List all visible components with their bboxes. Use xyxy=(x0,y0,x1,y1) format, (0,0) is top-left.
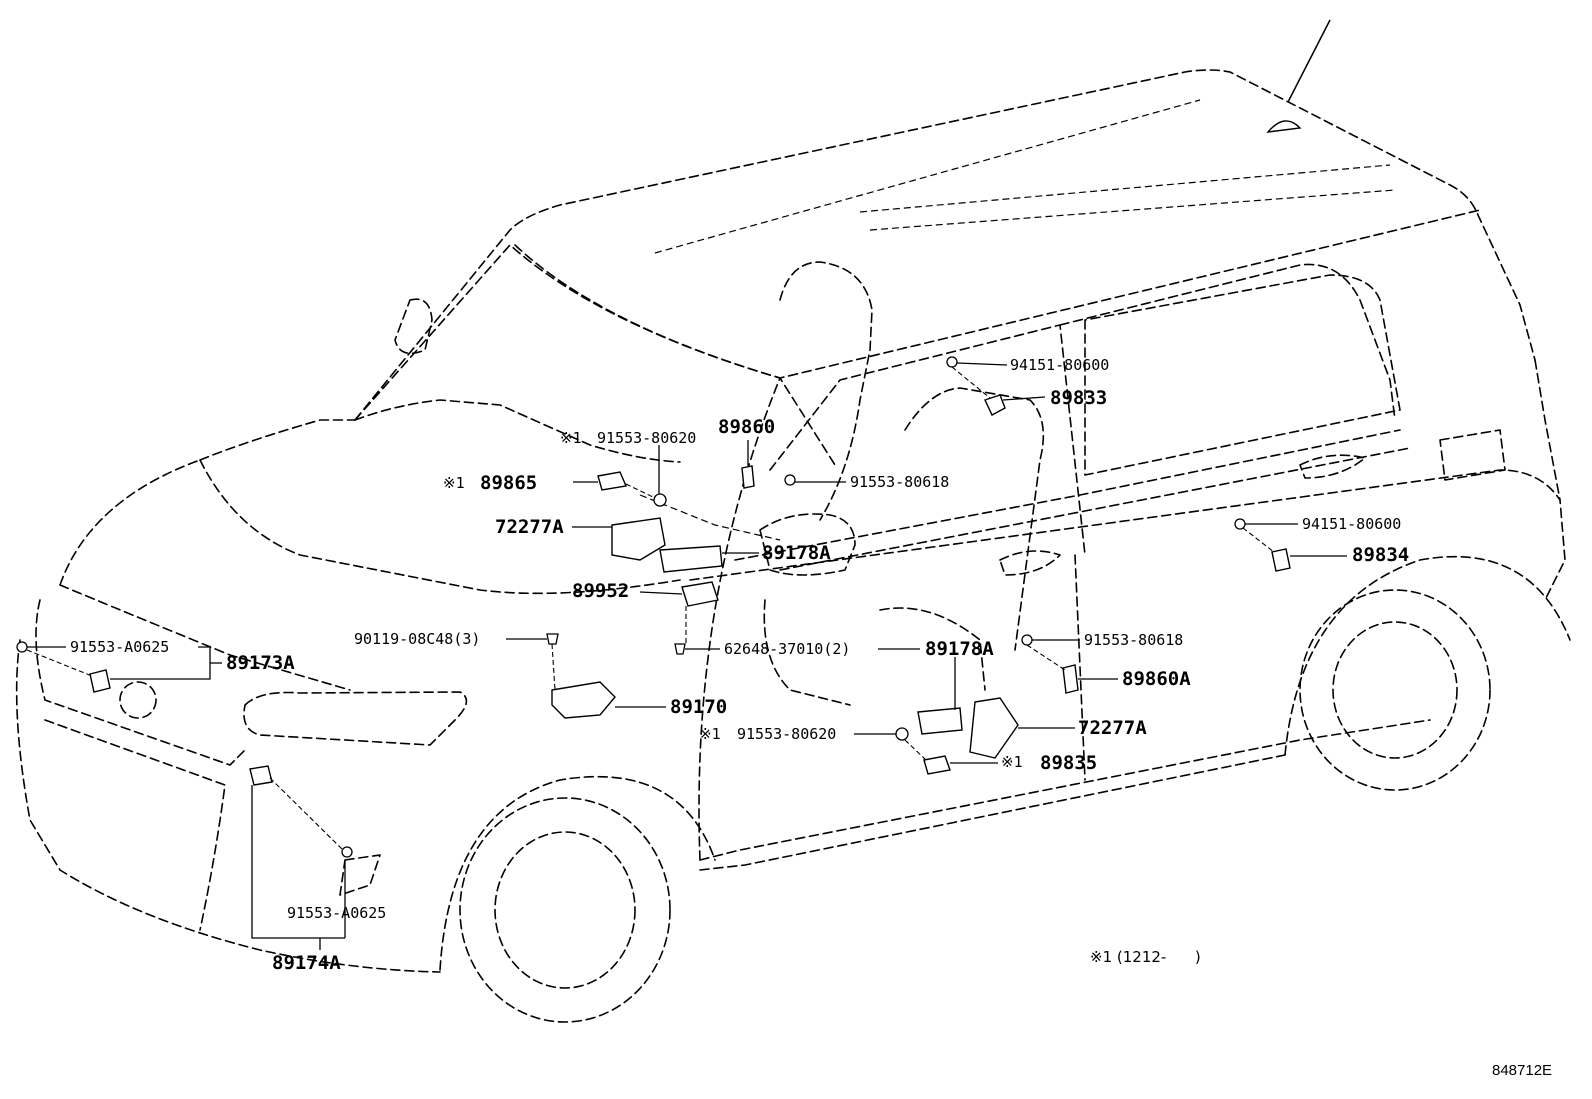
label-89170: 89170 xyxy=(670,696,727,718)
label-89834: 89834 xyxy=(1352,544,1409,566)
label-94151-80600-right: 94151-80600 xyxy=(1302,515,1401,533)
bracket-72277A-right-icon xyxy=(969,697,1019,759)
sensor-89860A-icon xyxy=(1062,664,1079,694)
bolt-icon xyxy=(341,846,353,858)
antenna xyxy=(1287,19,1331,103)
label-89865: 89865 xyxy=(480,472,537,494)
label-91553-A0625-top: 91553-A0625 xyxy=(70,638,169,656)
sensor-89174A-icon xyxy=(249,765,273,786)
label-72277A-right: 72277A xyxy=(1078,717,1147,739)
bolt-icon xyxy=(674,643,686,655)
label-89178A-upper: 89178A xyxy=(762,542,831,564)
diagram-code: 848712E xyxy=(1492,1062,1552,1079)
bolt-icon xyxy=(653,493,667,507)
label-89860A: 89860A xyxy=(1122,668,1191,690)
bracket-72277A-icon xyxy=(611,517,666,561)
label-90119-08C48: 90119-08C48(3) xyxy=(354,630,480,648)
sensor-89865-icon xyxy=(597,471,627,491)
sensor-89178A-lower-icon xyxy=(917,707,963,735)
airbag-ecu-89170-icon xyxy=(551,681,616,719)
sensor-89834-icon xyxy=(1271,548,1291,572)
vehicle-outline xyxy=(15,19,1571,1023)
label-94151-80600-top: 94151-80600 xyxy=(1010,356,1109,374)
bolt-icon xyxy=(546,633,559,645)
leader-lines xyxy=(26,362,1347,950)
label-72277A-left: 72277A xyxy=(495,516,564,538)
sensor-89173A-icon xyxy=(89,669,111,693)
component-icons xyxy=(16,356,1291,858)
bolt-icon xyxy=(16,641,28,653)
module-89952-icon xyxy=(681,581,719,607)
bolt-icon xyxy=(946,356,958,368)
labels: 94151-80600 89833 89860 ※1 91553-80620 ※… xyxy=(70,356,1552,1079)
sensor-89835-icon xyxy=(923,755,951,775)
label-89833: 89833 xyxy=(1050,387,1107,409)
label-91553-A0625-low: 91553-A0625 xyxy=(287,904,386,922)
sensor-89860-icon xyxy=(741,465,755,489)
bolt-icon xyxy=(1021,634,1033,646)
bolt-icon xyxy=(1234,518,1246,530)
bolt-icon xyxy=(895,727,909,741)
bolt-icon xyxy=(784,474,796,486)
label-89174A: 89174A xyxy=(272,952,341,974)
label-62648-37010: 62648-37010(2) xyxy=(724,640,850,658)
sensor-89833-icon xyxy=(984,394,1006,416)
label-91553-80618-right: 91553-80618 xyxy=(1084,631,1183,649)
label-91553-80618-top: 91553-80618 xyxy=(850,473,949,491)
label-89173A: 89173A xyxy=(226,652,295,674)
footnote: ※1 (1212- ) xyxy=(1090,948,1201,966)
label-89952: 89952 xyxy=(572,580,629,602)
label-91553-80620-top: 91553-80620 xyxy=(597,429,696,447)
label-89835: 89835 xyxy=(1040,752,1097,774)
label-89178A-lower: 89178A xyxy=(925,638,994,660)
mark-1-89835: ※1 xyxy=(1001,753,1023,771)
label-91553-80620-low: 91553-80620 xyxy=(737,725,836,743)
mark-1-89865: ※1 xyxy=(443,474,465,492)
label-89860: 89860 xyxy=(718,416,775,438)
sensor-89178A-icon xyxy=(659,545,723,573)
mark-1-top: ※1 xyxy=(560,429,582,447)
mark-1-low: ※1 xyxy=(699,725,721,743)
